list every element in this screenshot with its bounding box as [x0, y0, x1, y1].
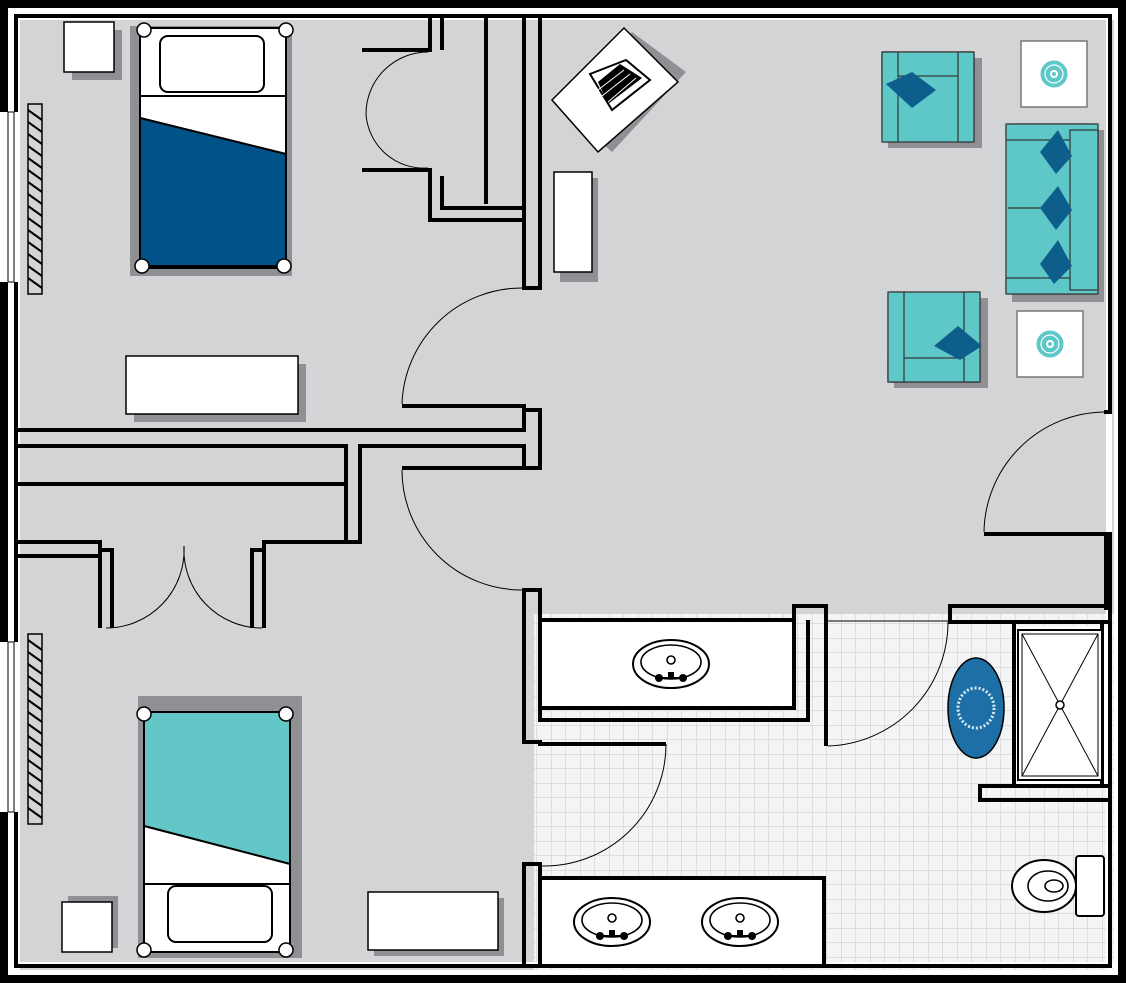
door-swings — [105, 51, 1105, 867]
door-swing-icon — [541, 743, 667, 867]
closet-door-icon — [105, 545, 263, 629]
bathroom — [573, 629, 1105, 947]
bath-rug-icon[interactable] — [947, 657, 1005, 759]
armchair-icon[interactable] — [887, 291, 988, 388]
door-swing-icon — [401, 469, 523, 591]
shower-icon[interactable] — [1017, 629, 1103, 781]
side-table-lamp-icon[interactable] — [1020, 40, 1088, 108]
radiator-icon — [7, 633, 43, 825]
living-room — [550, 26, 1104, 388]
door-swing-icon — [401, 287, 523, 405]
bookshelf-icon[interactable] — [553, 171, 598, 282]
bed-icon[interactable] — [136, 696, 302, 958]
bed-icon[interactable] — [130, 22, 294, 276]
armchair-icon[interactable] — [881, 51, 982, 148]
toilet-icon[interactable] — [1011, 855, 1105, 917]
nightstand-icon[interactable] — [61, 896, 118, 953]
closet-door-icon — [365, 51, 429, 169]
bedroom-1 — [63, 21, 306, 422]
nightstand-icon[interactable] — [63, 21, 122, 80]
bedroom-2 — [61, 696, 504, 958]
dresser-icon[interactable] — [367, 891, 504, 956]
door-swing-icon — [827, 621, 949, 747]
sofa-icon[interactable] — [1005, 123, 1104, 302]
sink-icon[interactable] — [573, 897, 651, 947]
radiators — [7, 103, 43, 825]
piano-icon[interactable] — [550, 26, 686, 154]
sink-icon[interactable] — [701, 897, 779, 947]
side-table-lamp-icon[interactable] — [1016, 310, 1084, 378]
dresser-icon[interactable] — [125, 355, 306, 422]
sink-icon[interactable] — [632, 639, 710, 689]
door-swing-icon — [983, 411, 1105, 533]
radiator-icon — [7, 103, 43, 295]
